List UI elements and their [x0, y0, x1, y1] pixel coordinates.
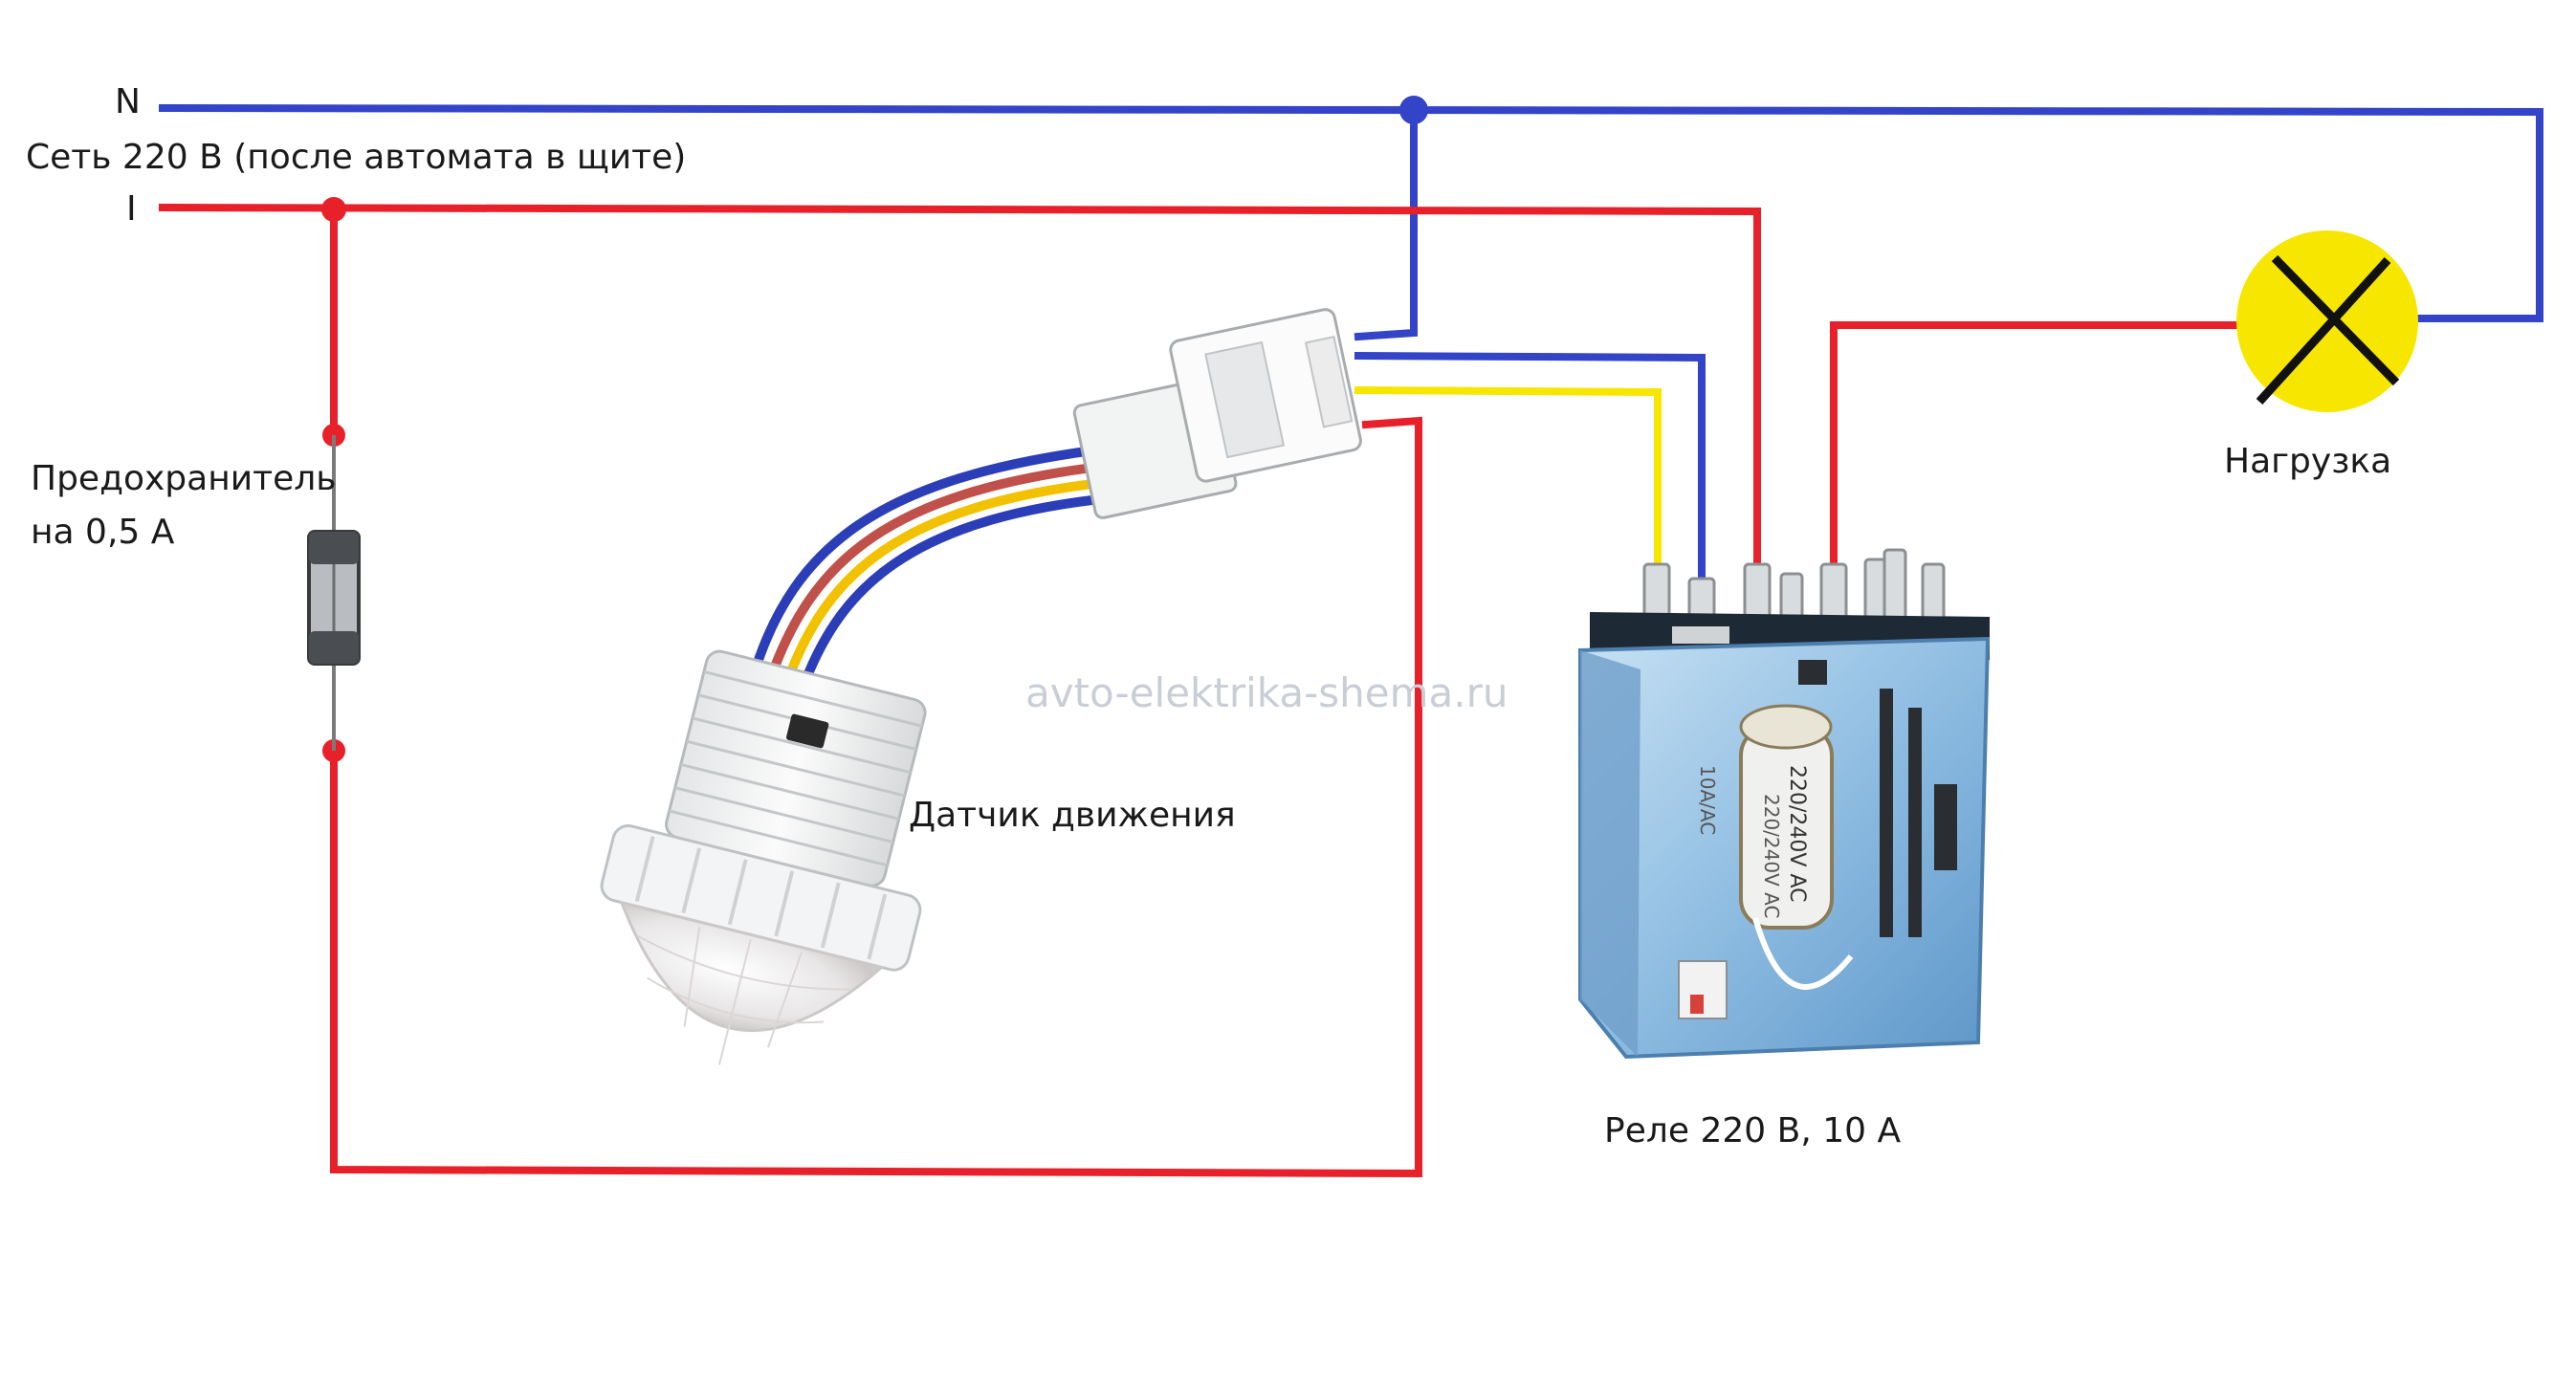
- neutral-label: N: [115, 82, 141, 121]
- relay-icon: 220/240V AC 220/240V AC 10A/AC: [1578, 548, 1991, 1060]
- phase-wire: [158, 203, 2240, 1178]
- relay-side-marking: 10A/AC: [1696, 765, 1719, 835]
- relay-coil-marking: 220/240V AC: [1785, 765, 1809, 902]
- fuse-rating-label: на 0,5 А: [31, 513, 175, 552]
- relay-coil-wires: [1354, 351, 1706, 582]
- load-label: Нагрузка: [2224, 442, 2392, 481]
- lamp-icon: [2236, 230, 2418, 412]
- line-label: I: [126, 189, 137, 229]
- sensor-label: Датчик движения: [909, 796, 1236, 835]
- network-label: Сеть 220 В (после автомата в щите): [26, 138, 687, 177]
- fuse-icon: [307, 435, 361, 751]
- fuse-label: Предохранитель: [31, 459, 337, 498]
- connector-icon: [1072, 308, 1362, 519]
- relay-coil-marking-2: 220/240V AC: [1760, 794, 1783, 918]
- motion-sensor-icon: [600, 445, 1101, 1065]
- relay-label: Реле 220 В, 10 А: [1604, 1111, 1902, 1150]
- neutral-junction: [1399, 96, 1428, 124]
- watermark: avto-elektrika-shema.ru: [1025, 669, 1508, 716]
- phase-junction: [321, 197, 346, 222]
- neutral-wire: [158, 103, 2543, 341]
